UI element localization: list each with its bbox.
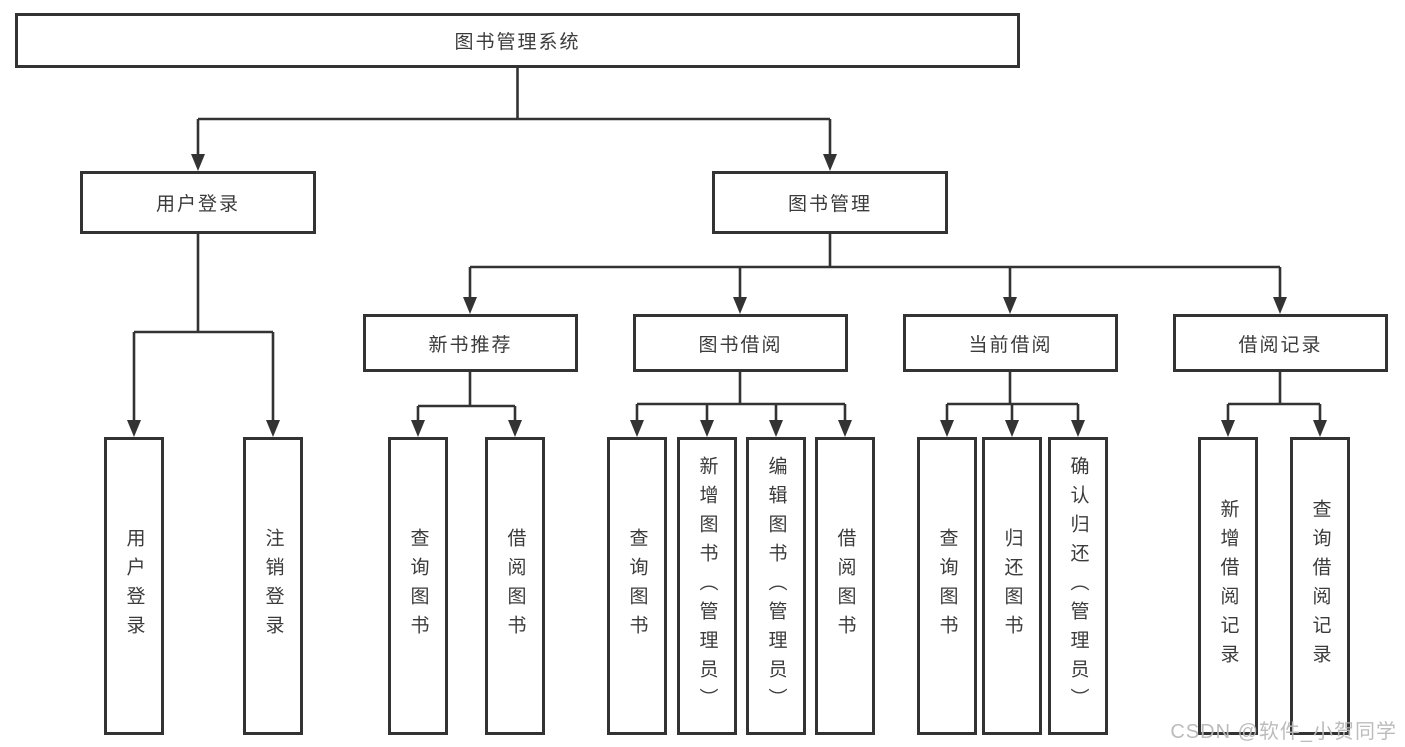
- node-book-management: 图书管理: [712, 171, 948, 234]
- node-user-login-label: 用户登录: [155, 194, 240, 215]
- leaf-user-login-label: 用户登录: [123, 528, 145, 644]
- leaf-borrow-book: 借阅图书: [815, 437, 875, 735]
- leaf-edit-book-admin: 编辑图书（管理员）: [746, 437, 806, 735]
- leaf-query-book-current-label: 查询图书: [936, 528, 958, 644]
- leaf-logout: 注销登录: [243, 437, 303, 735]
- leaf-confirm-return-admin-label: 确认归还（管理员）: [1067, 455, 1089, 717]
- node-book-management-label: 图书管理: [787, 194, 872, 215]
- node-book-borrow-label: 图书借阅: [698, 334, 783, 356]
- leaf-query-book-current: 查询图书: [917, 437, 977, 735]
- leaf-add-book-admin: 新增图书（管理员）: [677, 437, 737, 735]
- leaf-return-book-label: 归还图书: [1001, 528, 1023, 644]
- node-current-borrow-label: 当前借阅: [968, 334, 1053, 356]
- csdn-watermark: CSDN @软件_小贺同学: [1170, 721, 1397, 743]
- node-borrow-records-label: 借阅记录: [1238, 334, 1323, 356]
- leaf-borrow-book-recommend-label: 借阅图书: [504, 528, 526, 644]
- leaf-logout-label: 注销登录: [262, 528, 284, 644]
- leaf-edit-book-admin-label: 编辑图书（管理员）: [765, 455, 787, 717]
- leaf-confirm-return-admin: 确认归还（管理员）: [1048, 437, 1108, 735]
- node-library-system: 图书管理系统: [15, 13, 1020, 68]
- leaf-query-borrow-record: 查询借阅记录: [1290, 437, 1350, 735]
- node-new-book-recommend-label: 新书推荐: [428, 334, 513, 356]
- leaf-borrow-book-label: 借阅图书: [834, 528, 856, 644]
- leaf-add-borrow-record-label: 新增借阅记录: [1217, 499, 1239, 673]
- node-current-borrow: 当前借阅: [903, 314, 1118, 372]
- leaf-query-borrow-record-label: 查询借阅记录: [1309, 499, 1331, 673]
- node-new-book-recommend: 新书推荐: [363, 314, 578, 372]
- leaf-add-borrow-record: 新增借阅记录: [1198, 437, 1258, 735]
- leaf-query-book-borrow: 查询图书: [607, 437, 667, 735]
- node-borrow-records: 借阅记录: [1173, 314, 1388, 372]
- leaf-borrow-book-recommend: 借阅图书: [485, 437, 545, 735]
- leaf-return-book: 归还图书: [982, 437, 1042, 735]
- node-user-login: 用户登录: [80, 171, 316, 234]
- leaf-query-book-recommend-label: 查询图书: [407, 528, 429, 644]
- node-book-borrow: 图书借阅: [633, 314, 848, 372]
- leaf-add-book-admin-label: 新增图书（管理员）: [696, 455, 718, 717]
- node-library-system-label: 图书管理系统: [454, 32, 581, 53]
- leaf-query-book-recommend: 查询图书: [388, 437, 448, 735]
- leaf-query-book-borrow-label: 查询图书: [626, 528, 648, 644]
- leaf-user-login: 用户登录: [104, 437, 164, 735]
